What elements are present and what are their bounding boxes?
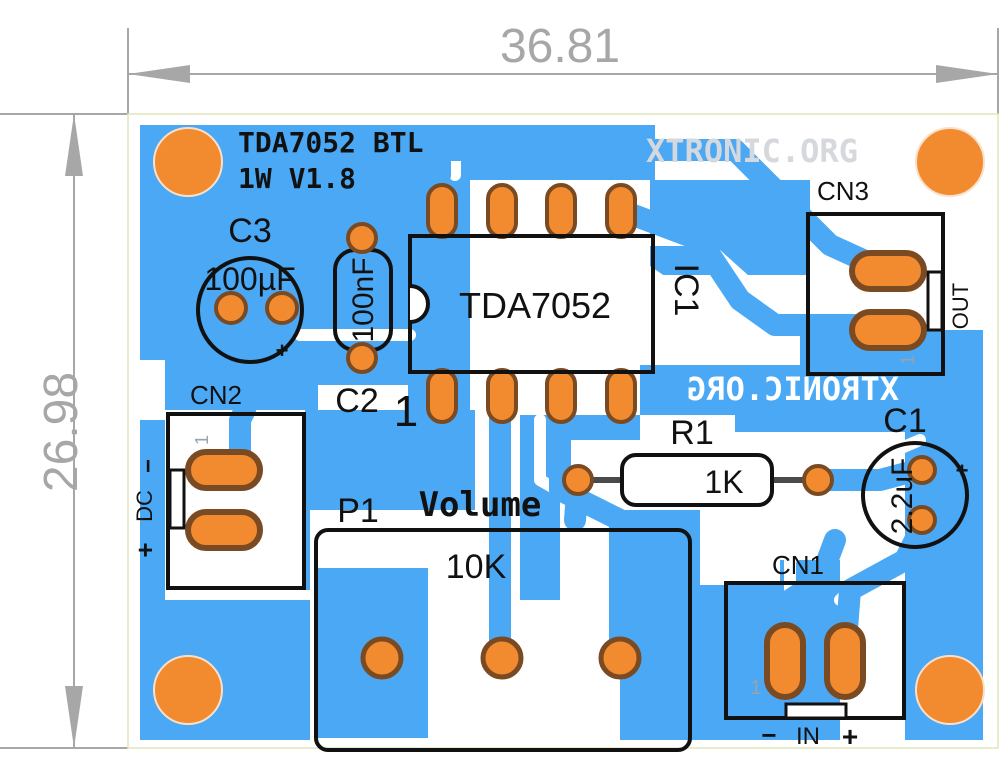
c1-plus: +	[956, 458, 969, 483]
c3-outline	[196, 256, 304, 364]
board-title-line1: TDA7052 BTL	[238, 126, 423, 159]
c1-value: 2.2uF	[886, 458, 919, 535]
c3-pad-1	[214, 291, 248, 325]
cn1-label: IN	[796, 723, 820, 750]
ic1-pin1-label: 1	[394, 387, 418, 436]
cn3-ref: CN3	[817, 176, 869, 206]
cn3-label: OUT	[948, 283, 973, 329]
r1: R1 1K	[562, 414, 834, 507]
cn3-pad-2	[849, 309, 927, 351]
ic1-ref: IC1	[667, 264, 705, 317]
p1-ref: P1	[337, 492, 379, 530]
mounting-holes	[153, 127, 985, 725]
p1-label: Volume	[419, 485, 542, 525]
ic1-pins	[426, 183, 637, 424]
height-dimension-value: 26.98	[35, 372, 88, 492]
p1: P1 Volume 10K	[314, 485, 692, 752]
cn2-label: DC	[132, 490, 157, 522]
cn1-ref: CN1	[772, 550, 824, 580]
r1-ref: R1	[670, 414, 713, 452]
cn1-pad-1	[764, 622, 806, 700]
mounting-hole-bottom-right	[915, 655, 985, 725]
c2-pad-2	[346, 342, 378, 374]
cn2-plus: +	[130, 542, 160, 557]
c2: 100nF C2	[333, 222, 393, 420]
c1: C1 2.2uF +	[861, 402, 969, 549]
board-title-line2: 1W V1.8	[238, 162, 356, 195]
cn2-pin1: 1	[192, 435, 212, 445]
ic1-value: TDA7052	[459, 285, 611, 326]
cn1-minus: −	[761, 720, 776, 750]
p1-pad-2	[480, 636, 524, 680]
r1-body	[620, 453, 774, 507]
r1-pad-2	[802, 464, 834, 496]
mounting-hole-top-right	[915, 127, 985, 197]
ic1-notch	[409, 284, 430, 324]
cn2-minus: −	[135, 459, 162, 473]
p1-value: 10K	[446, 548, 507, 586]
c1-outline	[861, 441, 969, 549]
p1-pad-1	[360, 636, 404, 680]
p1-pad-3	[598, 636, 642, 680]
c3-plus: +	[276, 338, 289, 363]
c1-pad-1	[907, 455, 937, 485]
c2-value: 100nF	[347, 257, 380, 342]
board-watermark: XTRONIC.ORG	[646, 132, 858, 170]
r1-pad-1	[562, 464, 594, 496]
c3-ref: C3	[228, 212, 271, 250]
cn1-pad-2	[824, 622, 866, 700]
cn2-pad-2	[185, 509, 263, 551]
cn1: CN1 IN − + 1	[724, 550, 906, 752]
c3-pad-2	[265, 291, 299, 325]
cn1-pin1: 1	[750, 677, 761, 699]
c1-pad-2	[907, 505, 937, 535]
p1-outline	[314, 528, 692, 752]
c3: C3 100µF +	[196, 212, 304, 364]
cn1-plus: +	[842, 721, 858, 752]
ic1: TDA7052 IC1 1	[394, 183, 705, 436]
r1-value: 1K	[704, 464, 743, 500]
width-dimension-value: 36.81	[500, 20, 620, 73]
cn3: CN3 OUT 1	[806, 176, 973, 376]
width-dimension	[127, 28, 999, 114]
mounting-hole-top-left	[153, 127, 223, 197]
height-dimension	[0, 113, 128, 749]
cn2-ref: CN2	[190, 380, 242, 410]
cn3-pad-1	[849, 250, 927, 292]
c2-ref: C2	[335, 382, 378, 420]
cn2-outline	[166, 412, 306, 590]
c3-value: 100µF	[204, 261, 295, 297]
cn2: CN2 DC − + 1	[130, 380, 306, 590]
c1-ref: C1	[883, 402, 926, 440]
c2-pad-1	[346, 222, 378, 254]
cn2-pad-1	[185, 449, 263, 491]
cn3-pin1: 1	[898, 355, 918, 365]
board-bottom-text: XTRONIC.ORG	[687, 370, 899, 408]
mounting-hole-bottom-left	[153, 655, 223, 725]
